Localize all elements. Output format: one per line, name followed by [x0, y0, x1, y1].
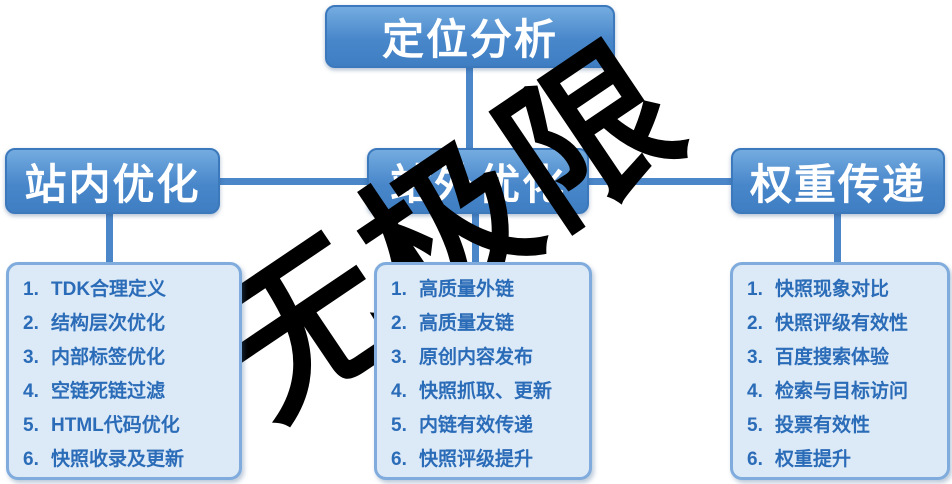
item-number: 4.	[23, 381, 39, 402]
item-label: 结构层次优化	[51, 313, 166, 334]
item-label: 权重提升	[775, 449, 852, 470]
list-item: 4. 检索与目标访问	[747, 375, 941, 409]
list-item: 1. 快照现象对比	[747, 273, 941, 307]
node-onsite-optimization-label: 站内优化	[24, 160, 201, 208]
node-positioning-analysis-label: 定位分析	[381, 16, 558, 63]
item-label: 原创内容发布	[419, 347, 534, 368]
item-number: 1.	[747, 279, 763, 300]
list-item: 5. HTML代码优化	[23, 409, 233, 443]
item-label: 快照评级提升	[419, 449, 534, 470]
item-number: 1.	[391, 279, 407, 300]
item-number: 2.	[23, 313, 39, 334]
item-label: 空链死链过滤	[51, 381, 166, 402]
item-label: 快照抓取、更新	[419, 381, 553, 402]
item-number: 3.	[23, 347, 39, 368]
item-label: 内部标签优化	[51, 347, 166, 368]
node-onsite-optimization: 站内优化	[5, 148, 220, 214]
item-label: 检索与目标访问	[775, 381, 909, 402]
item-label: 内链有效传递	[419, 415, 534, 436]
list-item: 3. 内部标签优化	[23, 341, 233, 375]
connector-middle-vertical	[472, 212, 479, 266]
item-number: 6.	[391, 449, 407, 470]
list-item: 2. 结构层次优化	[23, 307, 233, 341]
item-label: 百度搜索体验	[775, 347, 890, 368]
node-offsite-optimization: 站外优化	[367, 148, 589, 214]
list-item: 5. 内链有效传递	[391, 409, 583, 443]
list-item: 3. 百度搜索体验	[747, 341, 941, 375]
item-label: 快照评级有效性	[775, 313, 909, 334]
item-number: 2.	[747, 313, 763, 334]
item-number: 5.	[391, 415, 407, 436]
list-item: 2. 快照评级有效性	[747, 307, 941, 341]
list-item: 2. 高质量友链	[391, 307, 583, 341]
item-label: 快照现象对比	[775, 279, 890, 300]
node-weight-transfer-label: 权重传递	[749, 160, 926, 208]
item-label: 高质量外链	[419, 279, 515, 300]
item-label: HTML代码优化	[51, 415, 180, 436]
connector-top-vertical	[466, 64, 473, 156]
item-number: 3.	[391, 347, 407, 368]
list-item: 6. 快照评级提升	[391, 443, 583, 477]
panel-weight: 1. 快照现象对比 2. 快照评级有效性 3. 百度搜索体验 4. 检索与目标访问 5.…	[730, 262, 950, 480]
list-item: 6. 快照收录及更新	[23, 443, 233, 477]
item-label: 投票有效性	[775, 415, 871, 436]
item-label: 高质量友链	[419, 313, 515, 334]
connector-right-vertical	[834, 212, 841, 266]
list-item: 1. TDK合理定义	[23, 273, 233, 307]
node-weight-transfer: 权重传递	[731, 148, 945, 214]
item-number: 5.	[747, 415, 763, 436]
panel-offsite: 1. 高质量外链 2. 高质量友链 3. 原创内容发布 4. 快照抓取、更新 5. 内链有…	[374, 262, 592, 480]
item-number: 4.	[391, 381, 407, 402]
panel-onsite: 1. TDK合理定义 2. 结构层次优化 3. 内部标签优化 4. 空链死链过滤 5. H…	[6, 262, 242, 480]
list-item: 4. 空链死链过滤	[23, 375, 233, 409]
node-positioning-analysis: 定位分析	[325, 5, 615, 68]
list-item: 6. 权重提升	[747, 443, 941, 477]
item-number: 2.	[391, 313, 407, 334]
item-label: 快照收录及更新	[51, 449, 185, 470]
list-item: 5. 投票有效性	[747, 409, 941, 443]
node-offsite-optimization-label: 站外优化	[389, 160, 566, 208]
item-number: 6.	[23, 449, 39, 470]
connector-left-vertical	[106, 212, 113, 266]
item-number: 5.	[23, 415, 39, 436]
list-item: 1. 高质量外链	[391, 273, 583, 307]
list-item: 3. 原创内容发布	[391, 341, 583, 375]
item-number: 3.	[747, 347, 763, 368]
item-number: 4.	[747, 381, 763, 402]
item-label: TDK合理定义	[51, 279, 167, 300]
list-item: 4. 快照抓取、更新	[391, 375, 583, 409]
item-number: 6.	[747, 449, 763, 470]
item-number: 1.	[23, 279, 39, 300]
